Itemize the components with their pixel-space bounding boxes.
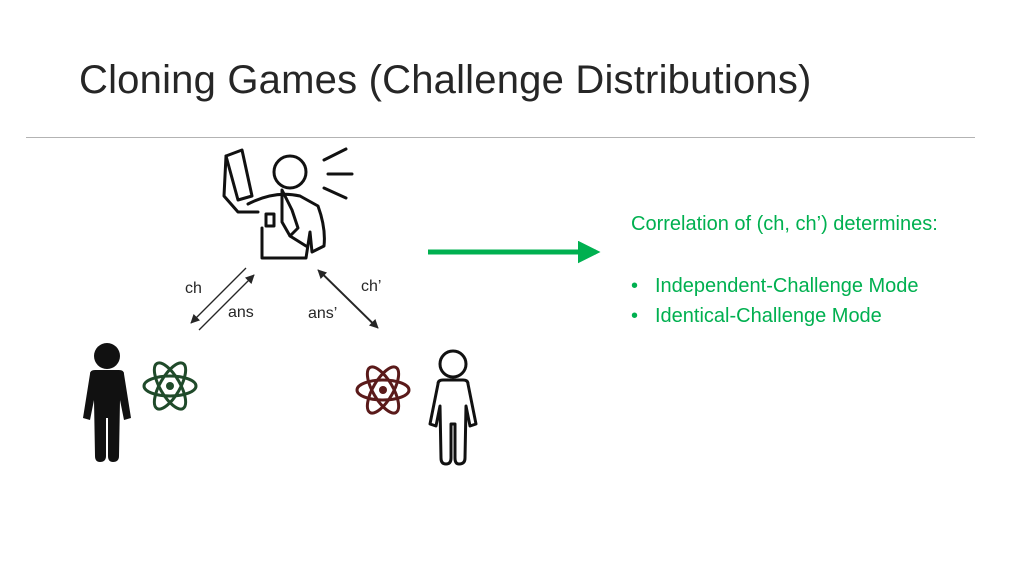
label-ch-right: ch’ — [361, 278, 381, 295]
referee-icon — [222, 148, 326, 260]
atom-icon-left — [142, 361, 198, 411]
label-ch-left: ch — [185, 280, 202, 297]
challenge-mode-panel: Correlation of (ch, ch’) determines: Ind… — [631, 209, 938, 331]
label-ans-right: ans’ — [308, 305, 337, 322]
label-ans-left: ans — [228, 304, 254, 321]
slide-title: Cloning Games (Challenge Distributions) — [79, 58, 812, 102]
correlation-heading: Correlation of (ch, ch’) determines: — [631, 213, 938, 235]
list-item: Identical-Challenge Mode — [631, 301, 938, 331]
arrow-ans-left — [198, 274, 255, 331]
arrow-ch-left — [190, 267, 247, 324]
megaphone-icon — [322, 147, 354, 200]
mode-list: Independent-Challenge Mode Identical-Cha… — [631, 271, 938, 331]
title-divider — [26, 137, 975, 138]
arrow-ans-right — [317, 269, 373, 324]
outline-person-icon — [428, 349, 478, 466]
list-item: Independent-Challenge Mode — [631, 271, 938, 301]
solid-person-icon — [83, 343, 131, 462]
atom-icon-right — [355, 365, 411, 415]
